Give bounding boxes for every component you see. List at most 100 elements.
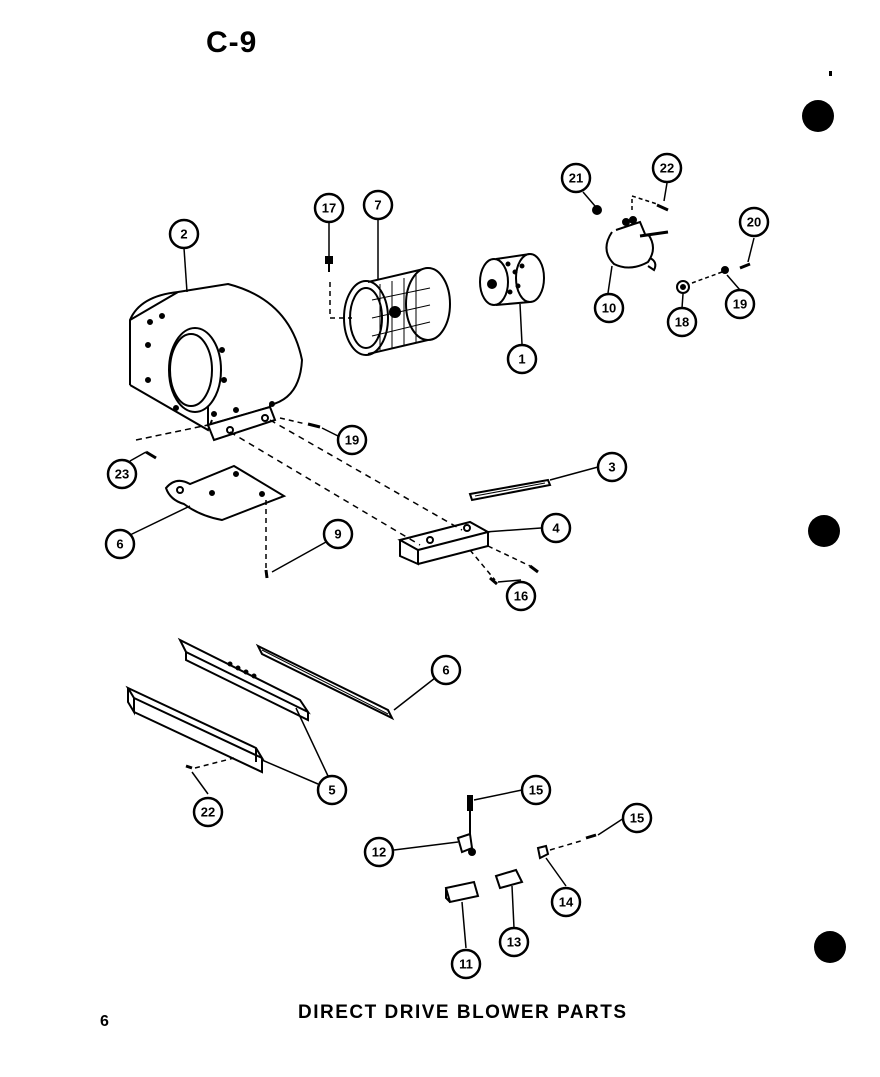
- callout-label: 9: [334, 527, 341, 542]
- callout-circle: [362, 189, 394, 221]
- callout-c11: 11: [450, 948, 482, 980]
- callout-circle: [550, 886, 582, 918]
- callout-circle: [666, 306, 698, 338]
- angle-bracket: [397, 520, 491, 566]
- callout-c22a: 22: [651, 152, 683, 184]
- callout-c19a: 19: [336, 424, 368, 456]
- callout-c1: 1: [506, 343, 538, 375]
- base-rail-left: [125, 685, 265, 774]
- callout-circle: [336, 424, 368, 456]
- callout-label: 13: [507, 935, 521, 950]
- alignment-line: [269, 419, 463, 531]
- callout-c13: 13: [498, 926, 530, 958]
- callout-c15a: 15: [520, 774, 552, 806]
- callout-circle: [498, 926, 530, 958]
- blower-housing: [129, 282, 304, 442]
- page-number: 6: [100, 1013, 109, 1030]
- setscrew-17: [325, 256, 352, 319]
- callout-layer: 1234566791011121314151516171819192021222…: [104, 152, 770, 980]
- alignment-line: [469, 549, 496, 581]
- callout-label: 1: [518, 352, 525, 367]
- callout-c19b: 19: [724, 288, 756, 320]
- callout-label: 14: [559, 895, 574, 910]
- callout-circle: [363, 836, 395, 868]
- callout-c21: 21: [560, 162, 592, 194]
- callout-label: 22: [660, 161, 674, 176]
- callout-circle: [560, 162, 592, 194]
- callout-c6a: 6: [430, 654, 462, 686]
- callout-c10: 10: [593, 292, 625, 324]
- callout-label: 20: [747, 215, 761, 230]
- callout-label: 5: [328, 783, 335, 798]
- callout-label: 15: [630, 811, 644, 826]
- callout-circle: [621, 802, 653, 834]
- callout-circle: [322, 518, 354, 550]
- callout-label: 2: [180, 227, 187, 242]
- callout-c20: 20: [738, 206, 770, 238]
- alignment-line: [487, 545, 531, 567]
- alignment-line: [229, 431, 421, 546]
- callout-circle: [540, 512, 572, 544]
- callout-circle: [505, 580, 537, 612]
- callout-c15b: 15: [621, 802, 653, 834]
- screw-16: [489, 564, 539, 586]
- hardware-21-22: [592, 194, 669, 215]
- motor: [479, 253, 545, 306]
- callout-circle: [316, 774, 348, 806]
- blower-wheel: [343, 267, 451, 356]
- screw-23: [135, 424, 209, 460]
- callout-label: 23: [115, 467, 129, 482]
- callout-circle: [450, 948, 482, 980]
- diagram-title: DIRECT DRIVE BLOWER PARTS: [298, 1002, 628, 1023]
- callout-label: 22: [201, 805, 215, 820]
- callout-circle: [192, 796, 224, 828]
- callout-label: 19: [345, 433, 359, 448]
- callout-circle: [520, 774, 552, 806]
- callout-c16: 16: [505, 580, 537, 612]
- callout-circle: [593, 292, 625, 324]
- callout-label: 21: [569, 171, 583, 186]
- motor-mount-bracket: [605, 216, 669, 272]
- strip-3: [468, 478, 552, 502]
- callout-c2: 2: [168, 218, 200, 250]
- callout-circle: [168, 218, 200, 250]
- callout-c12: 12: [363, 836, 395, 868]
- callout-label: 19: [733, 297, 747, 312]
- callout-circle: [596, 451, 628, 483]
- screw-22-rail: [185, 757, 235, 770]
- callout-label: 11: [459, 957, 473, 972]
- screw-19-housing: [279, 417, 321, 429]
- callout-c23: 23: [106, 458, 138, 490]
- callout-c14: 14: [550, 886, 582, 918]
- callout-circle: [313, 192, 345, 224]
- speck: [829, 71, 832, 76]
- leader-lines: [129, 182, 755, 949]
- callout-c18: 18: [666, 306, 698, 338]
- callout-label: 3: [608, 460, 615, 475]
- callout-c6b: 6: [104, 528, 136, 560]
- base-rail-middle: [177, 637, 311, 722]
- callout-circle: [651, 152, 683, 184]
- callout-label: 10: [602, 301, 616, 316]
- callout-label: 4: [552, 521, 560, 536]
- callout-circle: [430, 654, 462, 686]
- callout-circle: [104, 528, 136, 560]
- callout-circle: [506, 343, 538, 375]
- callout-c5: 5: [316, 774, 348, 806]
- callout-c3: 3: [596, 451, 628, 483]
- strip-6: [255, 643, 395, 721]
- callout-c7: 7: [362, 189, 394, 221]
- callout-c9: 9: [322, 518, 354, 550]
- page-code: C-9: [206, 26, 258, 59]
- callout-c22b: 22: [192, 796, 224, 828]
- callout-circle: [724, 288, 756, 320]
- callout-label: 15: [529, 783, 543, 798]
- callout-c17: 17: [313, 192, 345, 224]
- binder-hole: [814, 931, 846, 963]
- callout-label: 6: [442, 663, 449, 678]
- mounting-plate: [164, 464, 287, 579]
- callout-label: 16: [514, 589, 528, 604]
- binder-hole: [802, 100, 834, 132]
